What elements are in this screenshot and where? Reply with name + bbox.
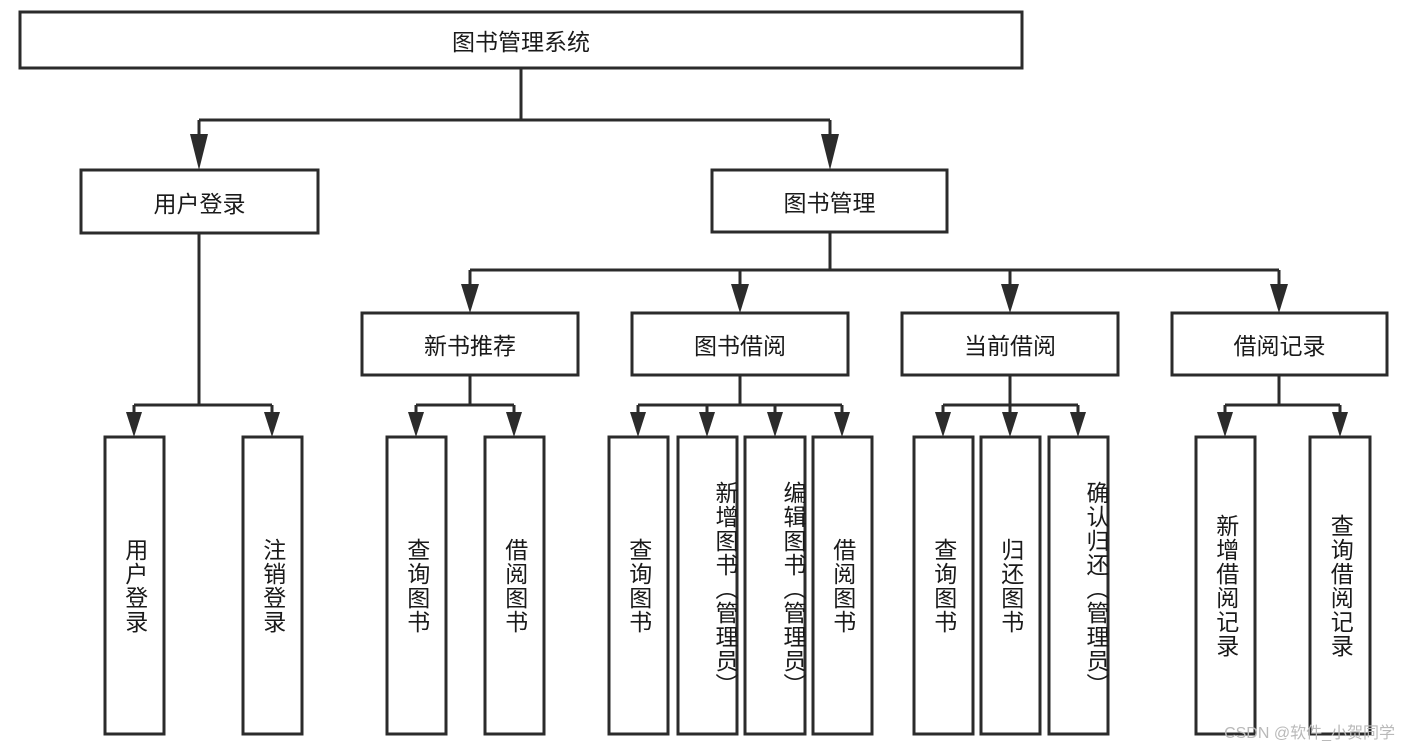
arrowhead-icon [1002,412,1018,437]
arrowhead-icon [1217,412,1233,437]
leaf-box-11[interactable] [1194,435,1257,736]
connector-bookborrow-to-leaves [630,375,850,437]
connector-currentborrow-to-leaves [935,375,1086,437]
leaf-box-8[interactable] [912,435,975,736]
node-box-new-book-recommend[interactable] [360,311,580,377]
arrowhead-icon [190,134,208,170]
arrowhead-icon [699,412,715,437]
connector-borrowrecord-to-leaves [1217,375,1348,437]
node-box-root[interactable] [18,10,1024,70]
leaf-box-2[interactable] [385,435,448,736]
leaf-box-4[interactable] [607,435,670,736]
arrowhead-icon [126,412,142,437]
leaf-box-12[interactable] [1308,435,1372,736]
arrowhead-icon [1001,284,1019,313]
arrowhead-icon [1070,412,1086,437]
arrowhead-icon [834,412,850,437]
leaf-box-5[interactable] [676,435,739,736]
leaf-box-0[interactable] [103,435,166,736]
leaf-box-9[interactable] [979,435,1042,736]
node-box-borrow-record[interactable] [1170,311,1389,377]
connector-userlogin-to-leaves [126,233,280,437]
arrowhead-icon [1270,284,1288,313]
arrowhead-icon [935,412,951,437]
leaf-box-3[interactable] [483,435,546,736]
arrowhead-icon [264,412,280,437]
arrowhead-icon [767,412,783,437]
connector-newbook-to-leaves [408,375,522,437]
leaf-box-10[interactable] [1047,435,1110,736]
leaf-box-6[interactable] [743,435,807,736]
leaf-box-7[interactable] [811,435,874,736]
arrowhead-icon [731,284,749,313]
node-box-book-manage[interactable] [710,168,949,234]
arrowhead-icon [821,134,839,170]
leaf-box-1[interactable] [241,435,304,736]
connector-bookmanage-to-level2 [461,232,1288,313]
arrowhead-icon [506,412,522,437]
arrowhead-icon [461,284,479,313]
node-box-user-login[interactable] [79,168,320,235]
node-box-book-borrow[interactable] [630,311,850,377]
arrowhead-icon [630,412,646,437]
connector-root-to-level1 [190,68,839,170]
arrowhead-icon [408,412,424,437]
arrowhead-icon [1332,412,1348,437]
node-box-current-borrow[interactable] [900,311,1120,377]
